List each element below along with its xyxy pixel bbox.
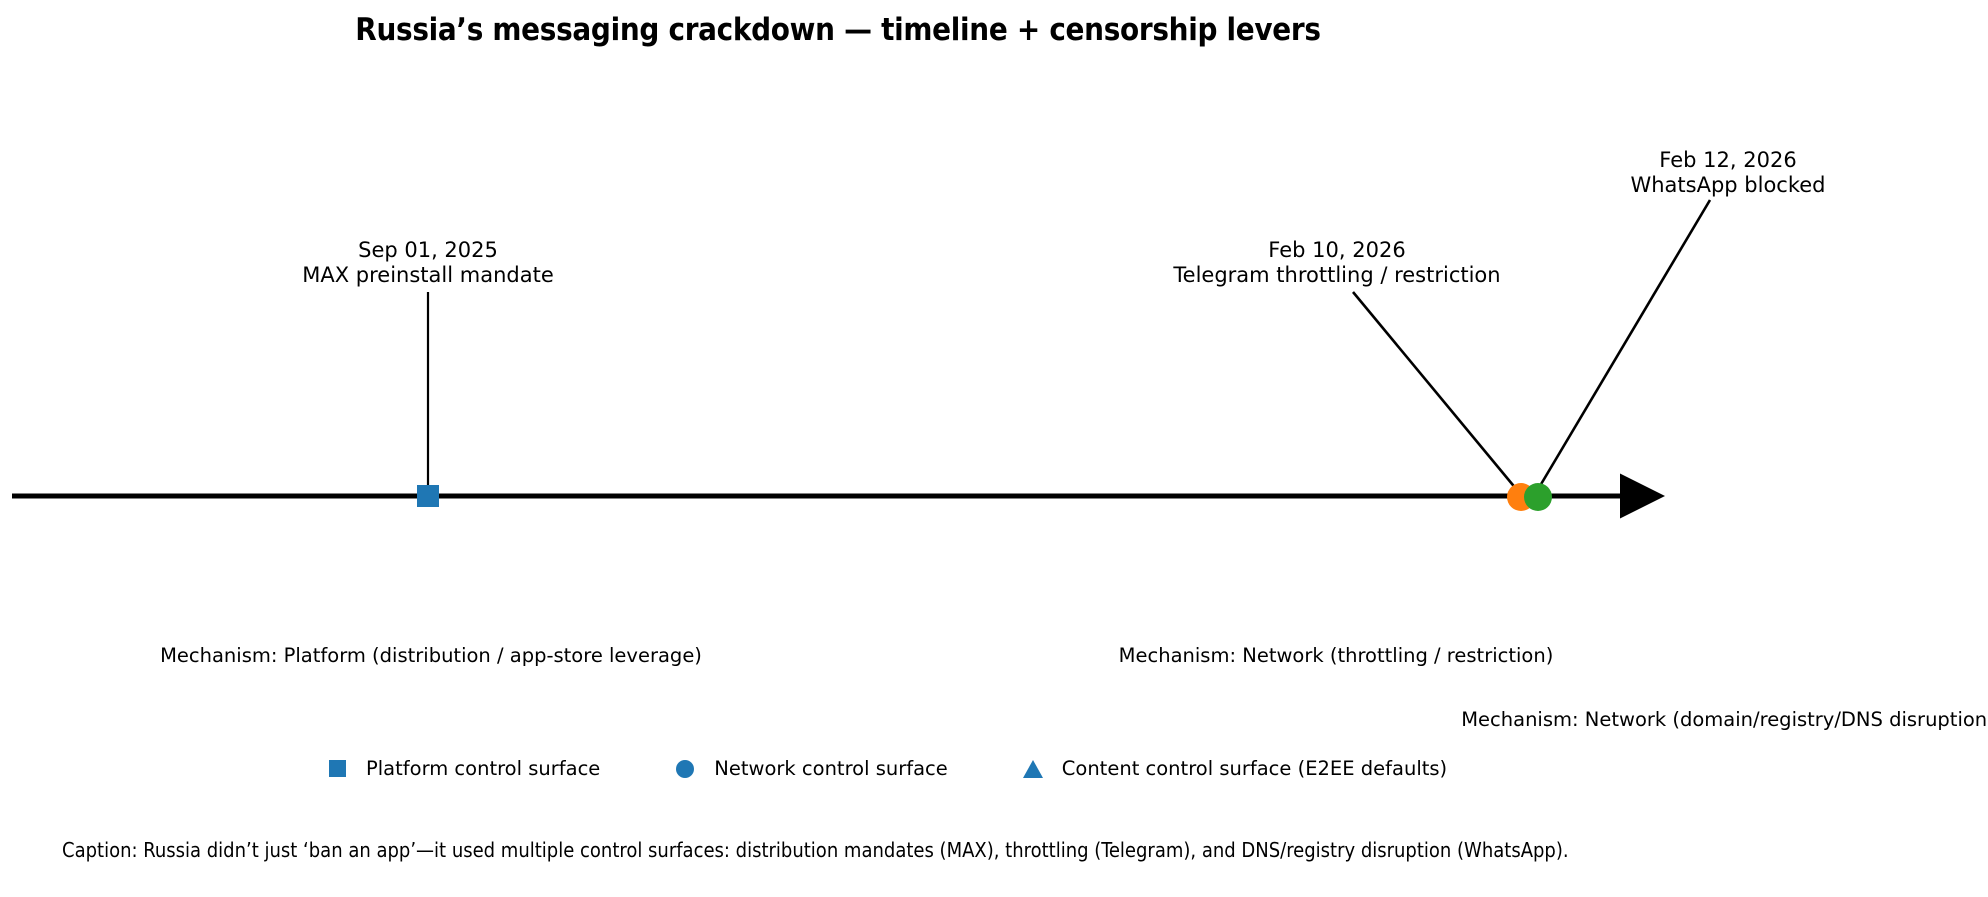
event-date-telegram: Feb 10, 2026 [1268, 238, 1406, 262]
timeline-marker-whatsapp[interactable] [1524, 483, 1552, 511]
legend-label-platform: Platform control surface [366, 757, 601, 780]
event-annotation-telegram: Feb 10, 2026 Telegram throttling / restr… [1173, 238, 1500, 288]
event-label-whatsapp: WhatsApp blocked [1630, 173, 1826, 197]
leader-line-event-3 [1532, 199, 1712, 497]
event-label-max: MAX preinstall mandate [302, 263, 554, 287]
mechanism-label-network-throttle: Mechanism: Network (throttling / restric… [1118, 644, 1554, 667]
legend-triangle-icon [1016, 759, 1050, 778]
page-title: Russia’s messaging crackdown — timeline … [355, 12, 1321, 48]
legend-entry-platform[interactable]: Platform control surface [320, 757, 600, 780]
mechanism-label-platform: Mechanism: Platform (distribution / app-… [160, 644, 702, 667]
event-date-whatsapp: Feb 12, 2026 [1659, 148, 1797, 172]
mechanism-label-network-dns: Mechanism: Network (domain/registry/DNS … [1461, 708, 1988, 731]
legend-label-network: Network control surface [714, 757, 948, 780]
legend-entry-content[interactable]: Content control surface (E2EE defaults) [1016, 757, 1447, 780]
event-annotation-max: Sep 01, 2025 MAX preinstall mandate [302, 238, 554, 288]
legend-entry-network[interactable]: Network control surface [668, 757, 948, 780]
legend-circle-icon [668, 759, 702, 778]
timeline-marker-max[interactable] [417, 485, 439, 507]
legend-square-icon [320, 760, 354, 777]
event-date-max: Sep 01, 2025 [358, 238, 498, 262]
legend-label-content: Content control surface (E2EE defaults) [1061, 757, 1448, 780]
event-annotation-whatsapp: Feb 12, 2026 WhatsApp blocked [1630, 148, 1825, 198]
legend: Platform control surface Network control… [320, 757, 1447, 780]
event-label-telegram: Telegram throttling / restriction [1173, 263, 1501, 287]
leader-line-event-2 [1351, 291, 1524, 497]
figure-caption: Caption: Russia didn’t just ‘ban an app’… [62, 838, 1569, 862]
